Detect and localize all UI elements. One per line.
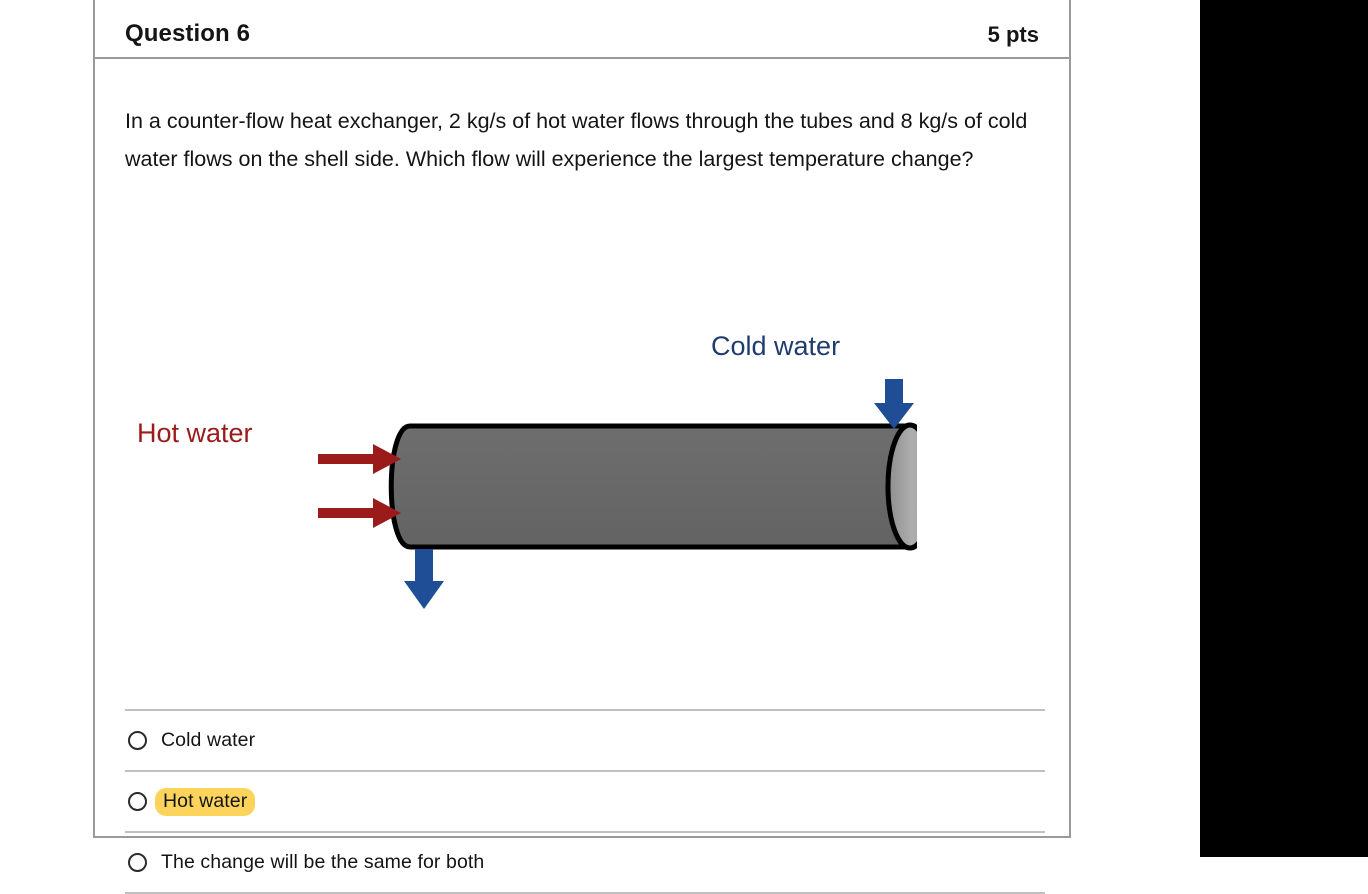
- cold-water-inlet-arrow: [874, 379, 914, 429]
- shell-cylinder: [388, 422, 917, 551]
- hot-water-label: Hot water: [137, 418, 253, 448]
- radio-button-icon[interactable]: [128, 853, 147, 872]
- answer-option-label: Hot water: [155, 787, 256, 816]
- black-screenshot-gutter: [1200, 0, 1368, 857]
- heat-exchanger-diagram: Hot water Cold water: [117, 331, 917, 641]
- question-header: Question 6 5 pts: [95, 0, 1069, 59]
- question-points: 5 pts: [987, 22, 1039, 47]
- question-title: Question 6: [125, 20, 251, 47]
- hot-water-inlet-arrows: [318, 444, 401, 528]
- radio-button-icon[interactable]: [128, 792, 147, 811]
- cold-water-label: Cold water: [711, 331, 841, 361]
- cold-water-outlet-arrow: [404, 549, 444, 609]
- answer-option-label: Cold water: [161, 729, 256, 751]
- answer-option-0[interactable]: Cold water: [125, 709, 1045, 770]
- question-card: Question 6 5 pts In a counter-flow heat …: [93, 0, 1071, 894]
- radio-button-icon[interactable]: [128, 731, 147, 750]
- question-prompt-text: In a counter-flow heat exchanger, 2 kg/s…: [125, 109, 1028, 171]
- answer-option-label: The change will be the same for both: [161, 851, 485, 873]
- answer-option-1[interactable]: Hot water: [125, 770, 1045, 831]
- answer-options-list: Cold water Hot water The change will be …: [125, 709, 1045, 894]
- answer-option-2[interactable]: The change will be the same for both: [125, 831, 1045, 894]
